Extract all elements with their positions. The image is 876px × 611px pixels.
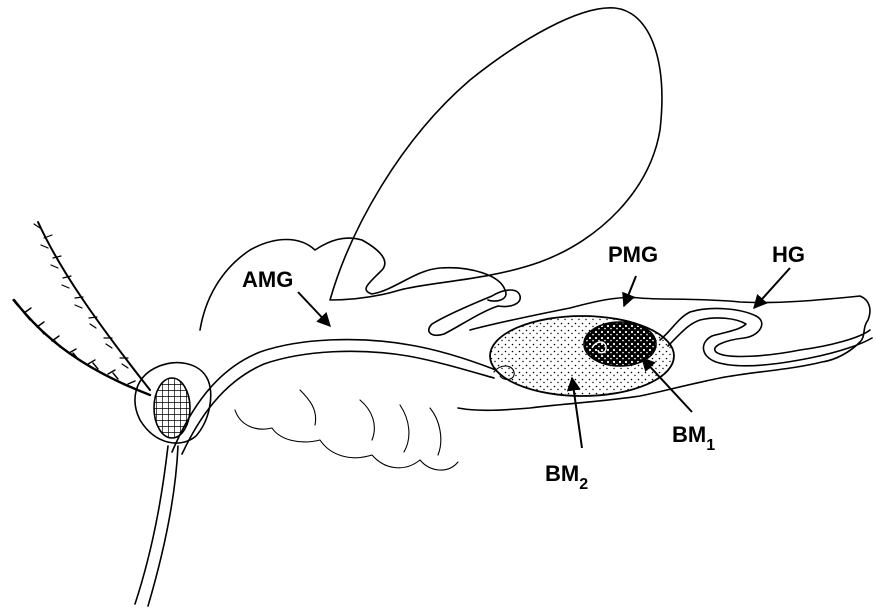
amg-arrow	[298, 292, 330, 326]
label-bm1: BM1	[672, 422, 715, 454]
label-bm1-sub: 1	[706, 437, 715, 454]
proboscis	[135, 446, 178, 606]
posterior-midgut	[660, 309, 870, 357]
compound-eye	[154, 378, 190, 438]
label-bm2: BM2	[545, 461, 588, 493]
label-bm2-sub: 2	[579, 476, 588, 493]
gut-tube-inner	[182, 351, 494, 454]
label-pmg: PMG	[608, 242, 658, 267]
label-bm2-main: BM	[545, 461, 579, 486]
antennae	[13, 222, 150, 395]
pmg-arrow	[624, 276, 636, 306]
leg-contours	[235, 390, 458, 470]
label-amg: AMG	[242, 267, 293, 292]
label-hg: HG	[772, 242, 805, 267]
label-bm1-main: BM	[672, 422, 706, 447]
